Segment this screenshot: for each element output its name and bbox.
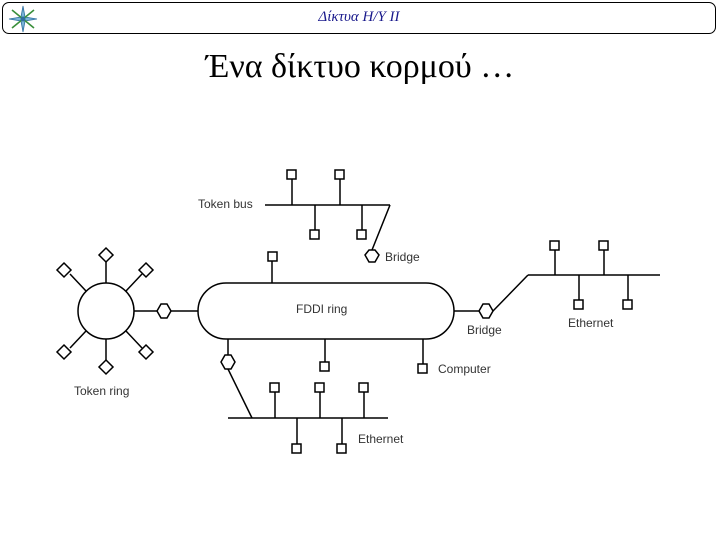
bridge-bottom-node [220,354,236,370]
label-ethernet-right: Ethernet [568,316,614,330]
header-title: Δίκτυα Η/Υ ΙΙ [318,9,400,25]
logo-icon [8,5,38,33]
token-ring-station [137,343,155,361]
token-ring [77,282,135,340]
fddi-station [319,361,330,372]
token-ring-station [55,261,73,279]
label-bridge-right: Bridge [467,323,502,337]
ethernet-right-station [549,240,560,251]
bridge-left-node [156,303,172,319]
label-fddi-ring: FDDI ring [296,302,347,316]
ethernet-right-station [573,299,584,310]
ethernet-bottom-station [314,382,325,393]
label-token-ring: Token ring [74,384,129,398]
bridge-top-node [364,249,380,263]
token-ring-station [97,358,115,376]
label-computer: Computer [438,362,491,376]
token-ring-station [55,343,73,361]
label-bridge-top: Bridge [385,250,420,264]
token-ring-station [137,261,155,279]
token-bus-station [334,169,345,180]
ethernet-bottom-station [358,382,369,393]
token-bus-station [286,169,297,180]
ethernet-bottom-station [336,443,347,454]
ethernet-right-station [598,240,609,251]
fddi-station [267,251,278,262]
ethernet-bottom-station [291,443,302,454]
token-bus-station [356,229,367,240]
token-ring-station [97,246,115,264]
computer-node [417,363,428,374]
label-ethernet-bottom: Ethernet [358,432,404,446]
slide-title: Ένα δίκτυο κορμού … [205,48,515,85]
token-bus-station [309,229,320,240]
header-bar: Δίκτυα Η/Υ ΙΙ [2,2,716,34]
ethernet-bottom-station [269,382,280,393]
ethernet-right-station [622,299,633,310]
bridge-right-node [478,303,494,319]
label-token-bus: Token bus [198,197,253,211]
